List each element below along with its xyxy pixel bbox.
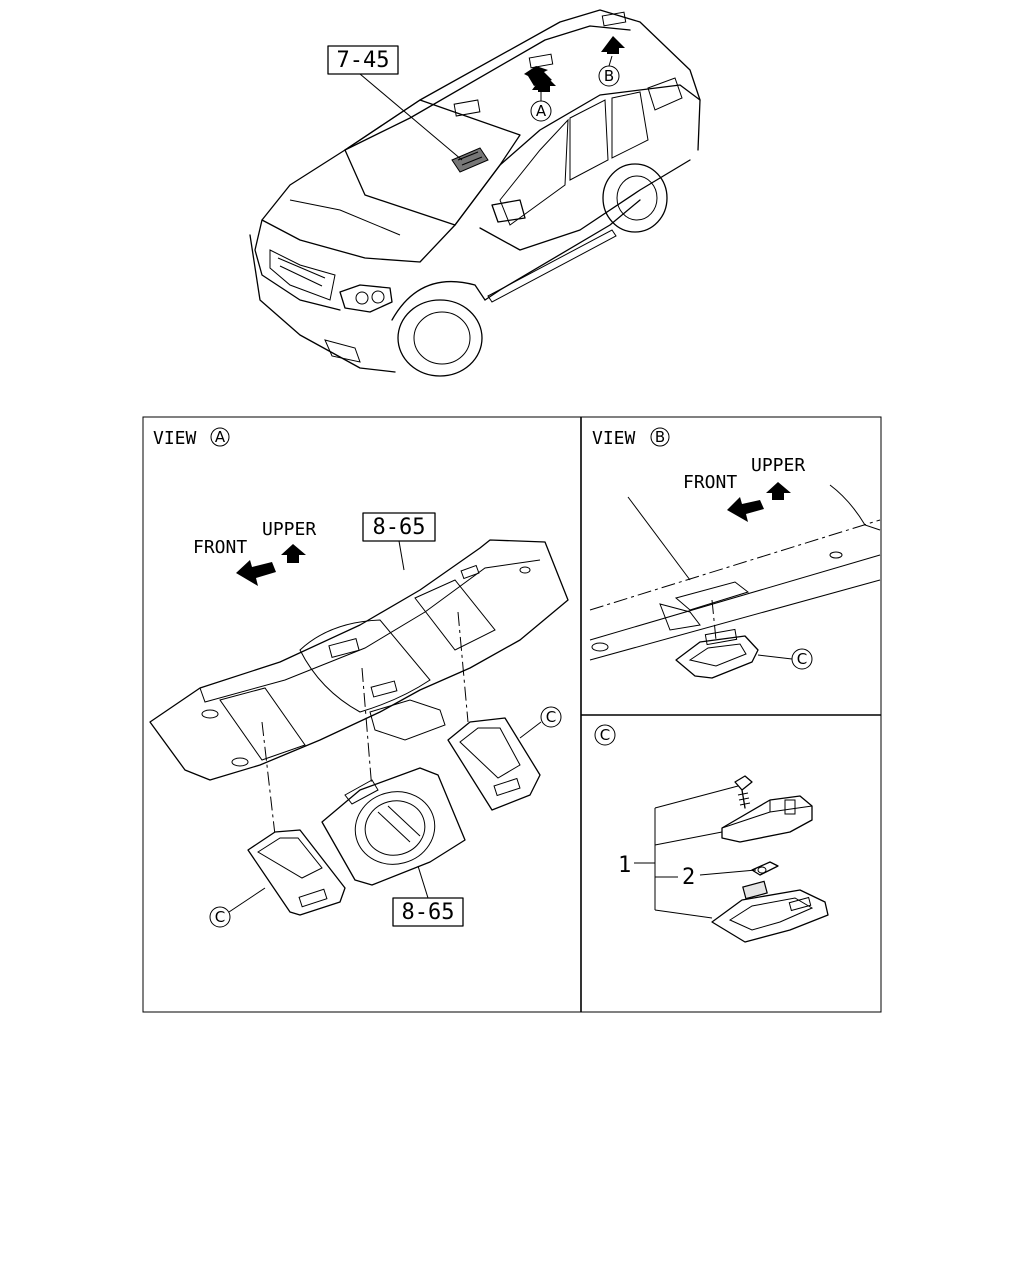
view-a-callout-c-left: C xyxy=(215,908,225,926)
view-a-upper-label: UPPER xyxy=(262,519,316,540)
part-number-2: 2 xyxy=(682,865,695,890)
marker-b: B xyxy=(604,67,614,85)
view-a-callout-c-right: C xyxy=(546,708,556,726)
panel-frames xyxy=(142,416,882,1013)
screw-icon xyxy=(734,775,753,809)
view-b-front-arrow-icon xyxy=(727,497,764,522)
part-number-1: 1 xyxy=(618,853,631,878)
view-b-upper-arrow-icon xyxy=(766,482,791,500)
view-b-title: VIEW xyxy=(592,428,636,449)
view-a-panel: VIEW A FRONT UPPER 8-65 xyxy=(149,427,569,928)
right-dome-lamp xyxy=(447,717,541,811)
view-b-marker: B xyxy=(655,428,665,446)
detail-c-marker: C xyxy=(600,726,610,744)
view-a-marker: A xyxy=(215,428,226,446)
view-b-upper-label: UPPER xyxy=(751,455,805,476)
ref-7-45: 7-45 xyxy=(337,48,390,73)
vehicle-overview: 7-45 A B xyxy=(249,9,701,377)
front-arrow-icon xyxy=(236,560,276,586)
lamp-lens xyxy=(711,880,829,943)
center-dome-lamp xyxy=(321,767,466,886)
detail-c-panel: C xyxy=(594,724,829,943)
view-b-front-label: FRONT xyxy=(683,472,737,493)
view-b-lamp xyxy=(675,628,759,679)
left-dome-lamp xyxy=(247,829,346,916)
view-a-front-label: FRONT xyxy=(193,537,247,558)
ref-8-65-top: 8-65 xyxy=(373,515,426,540)
roof-panel xyxy=(149,539,569,781)
upper-arrow-icon xyxy=(281,544,306,563)
marker-a: A xyxy=(536,102,547,120)
ref-8-65-bottom: 8-65 xyxy=(402,900,455,925)
view-b-panel: VIEW B FRONT UPPER C xyxy=(589,427,881,679)
view-b-callout-c: C xyxy=(797,650,807,668)
view-a-title: VIEW xyxy=(153,428,197,449)
lamp-housing xyxy=(721,795,813,843)
bulb-icon xyxy=(751,861,779,876)
